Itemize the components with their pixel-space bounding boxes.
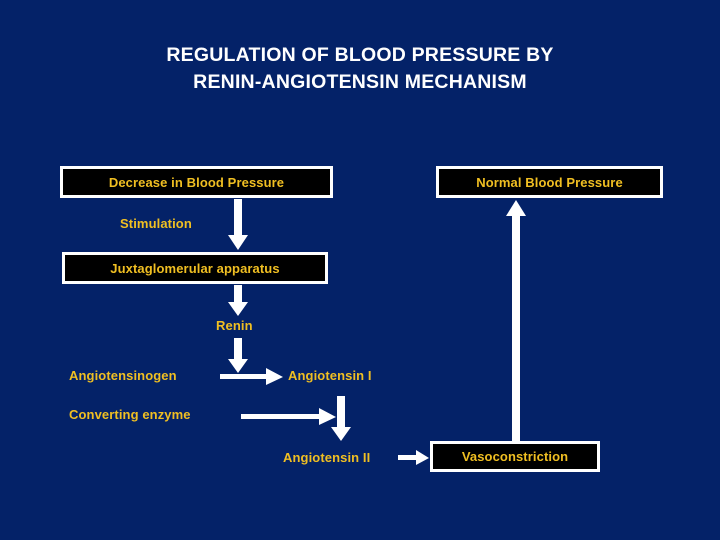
arrow-vasoconstriction-to-normal-bp-icon bbox=[505, 200, 527, 442]
box-vasoconstriction[interactable]: Vasoconstriction bbox=[430, 441, 600, 472]
label-angiotensin-2: Angiotensin II bbox=[283, 450, 371, 465]
label-renin: Renin bbox=[216, 318, 253, 333]
arrow-renin-to-angiotensinogen-icon bbox=[227, 338, 249, 374]
box-vasoconstriction-label: Vasoconstriction bbox=[461, 449, 569, 464]
arrow-decrease-bp-to-juxtaglomerular-icon bbox=[227, 199, 249, 251]
arrow-converting-enzyme-icon bbox=[241, 408, 337, 426]
title-line-1: REGULATION OF BLOOD PRESSURE BY bbox=[166, 44, 554, 66]
label-stimulation: Stimulation bbox=[120, 216, 192, 231]
box-decrease-blood-pressure-label: Decrease in Blood Pressure bbox=[108, 174, 285, 190]
box-normal-blood-pressure-label: Normal Blood Pressure bbox=[476, 174, 623, 190]
box-juxtaglomerular-apparatus-label: Juxtaglomerular apparatus bbox=[110, 260, 280, 276]
label-angiotensinogen: Angiotensinogen bbox=[69, 368, 177, 383]
arrow-angiotensinogen-to-angiotensin-1-icon bbox=[220, 368, 284, 386]
title-line-2: RENIN-ANGIOTENSIN MECHANISM bbox=[193, 71, 527, 93]
box-juxtaglomerular-apparatus[interactable]: Juxtaglomerular apparatus bbox=[62, 252, 328, 284]
page-title: REGULATION OF BLOOD PRESSURE BY RENIN-AN… bbox=[60, 42, 660, 96]
box-normal-blood-pressure[interactable]: Normal Blood Pressure bbox=[436, 166, 663, 198]
label-converting-enzyme: Converting enzyme bbox=[69, 407, 191, 422]
arrow-angiotensin-1-to-angiotensin-2-icon bbox=[330, 396, 352, 442]
arrow-juxtaglomerular-to-renin-icon bbox=[227, 285, 249, 317]
label-angiotensin-1: Angiotensin I bbox=[288, 368, 372, 383]
arrow-angiotensin-2-to-vasoconstriction-icon bbox=[398, 450, 430, 466]
box-decrease-blood-pressure[interactable]: Decrease in Blood Pressure bbox=[60, 166, 333, 198]
